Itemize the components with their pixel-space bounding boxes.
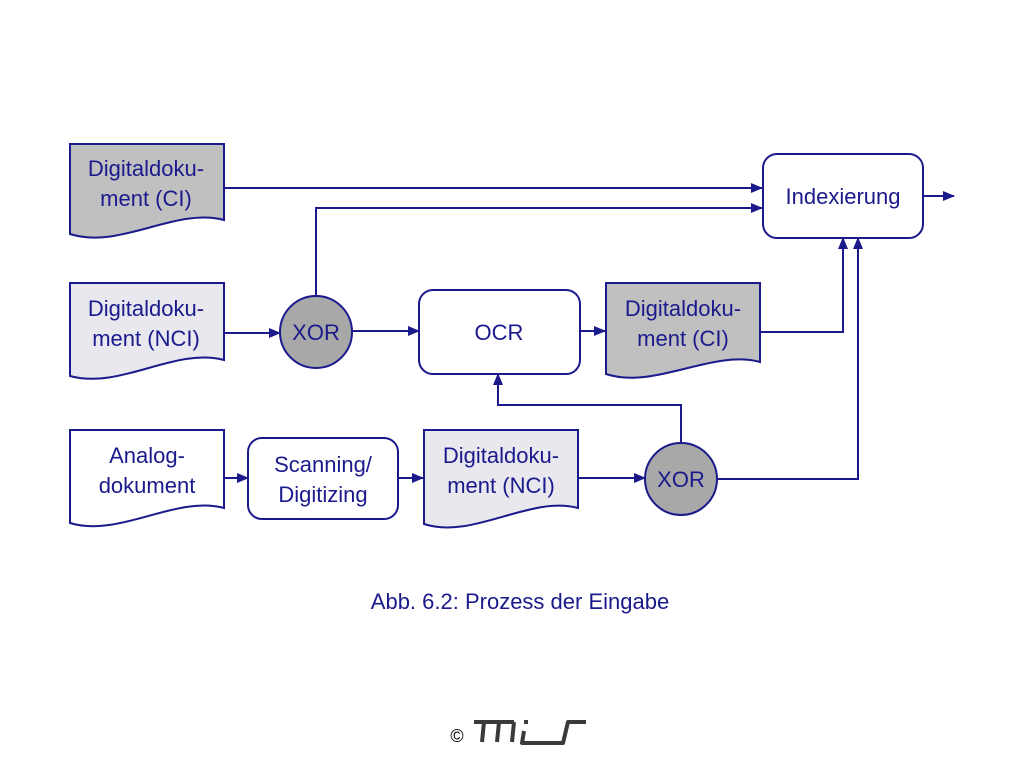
doc-ci-top-line-2: ment (CI) <box>100 186 192 211</box>
document-shape <box>423 429 579 529</box>
xor-mid: XOR <box>279 295 353 369</box>
doc-nci-bot-line-1: Digitaldoku- <box>443 443 559 468</box>
xor-circle <box>279 295 353 369</box>
scanning-line-1: Scanning/ <box>274 452 373 477</box>
doc-ci-top-line-1: Digitaldoku- <box>88 156 204 181</box>
xor-mid-label: XOR <box>292 320 340 345</box>
doc-ci-mid-line-1: Digitaldoku- <box>625 296 741 321</box>
doc-ci-mid-line-2: ment (CI) <box>637 326 729 351</box>
edge-xor-bot-to-ocr <box>493 373 682 442</box>
scanning-line-2: Digitizing <box>278 482 367 507</box>
doc-nci-mid-line-2: ment (NCI) <box>92 326 200 351</box>
logo-s-stroke <box>547 720 586 745</box>
analog-line-1: Analog- <box>109 443 185 468</box>
indexierung-box: Indexierung <box>762 153 924 239</box>
doc-ci-top: Digitaldoku- ment (CI) <box>69 143 225 239</box>
ocr-rect <box>418 289 581 375</box>
edge-doc-ci-mid-to-indexierung <box>760 237 848 333</box>
scanning-box: Scanning/ Digitizing <box>247 437 399 520</box>
ocr-label: OCR <box>475 320 524 345</box>
xor-bot-label: XOR <box>657 467 705 492</box>
document-shape <box>69 282 225 380</box>
doc-nci-bot-line-2: ment (NCI) <box>447 473 555 498</box>
connectors <box>224 183 955 483</box>
analog-doc: Analog- dokument <box>69 429 225 528</box>
doc-nci-mid: Digitaldoku- ment (NCI) <box>69 282 225 380</box>
xor-circle <box>644 442 718 516</box>
indexierung-label: Indexierung <box>786 184 901 209</box>
edge-xor-bot-to-indexierung <box>717 237 863 480</box>
document-shape <box>605 282 761 379</box>
document-shape <box>69 429 225 528</box>
doc-ci-mid: Digitaldoku- ment (CI) <box>605 282 761 379</box>
copyright-symbol: © <box>450 726 463 746</box>
xor-bot: XOR <box>644 442 718 516</box>
indexierung-rect <box>762 153 924 239</box>
logo-m-stroke <box>474 720 516 743</box>
figure-caption: Abb. 6.2: Prozess der Eingabe <box>371 589 669 614</box>
logo-i-stroke <box>520 720 548 745</box>
doc-nci-bot: Digitaldoku- ment (NCI) <box>423 429 579 529</box>
ocr-box: OCR <box>418 289 581 375</box>
edge-xor-mid-to-indexierung <box>315 203 763 296</box>
footer: © <box>450 720 586 746</box>
scanning-rect <box>247 437 399 520</box>
mis-logo-icon <box>474 720 586 745</box>
analog-line-2: dokument <box>99 473 196 498</box>
doc-nci-mid-line-1: Digitaldoku- <box>88 296 204 321</box>
document-shape <box>69 143 225 239</box>
